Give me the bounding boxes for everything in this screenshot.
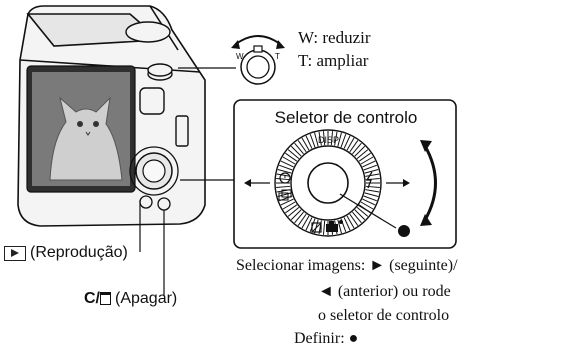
cat-image [49,96,123,181]
dial-tick [305,135,313,149]
playback-button[interactable] [139,195,153,209]
dial-tick [330,131,334,146]
dial-tick [282,201,296,210]
delete-button[interactable] [157,197,171,211]
camera-screen [26,65,136,193]
dial-tick [346,137,355,151]
dial-tick [305,217,313,231]
center-button[interactable] [307,162,349,204]
dial-tick [352,142,362,155]
mode-dial[interactable] [125,21,171,43]
dial-tick [360,201,374,210]
dial-tick [358,152,371,162]
dial-tick [354,145,366,157]
dial-tick [365,173,380,177]
dial-tick [309,133,316,148]
dial-tick [280,198,294,206]
dial-tick [363,164,378,171]
dial-tick [364,169,379,174]
playback-text: (Reprodução) [30,244,128,261]
self-timer-icon [279,172,291,184]
set-pointer [339,193,410,237]
select-instruction-line2: ◄ (anterior) ou rode [318,283,451,300]
lever-w-text: W [236,52,244,61]
dial-tick [309,218,316,233]
dial-tick [356,149,369,159]
dial-tick [285,152,298,162]
delete-c-text: C/ [84,290,100,307]
dial-tick [365,189,380,193]
left-arrow-icon [244,179,270,187]
dial-tick [276,185,291,189]
inset-title: Seletor de controlo [274,108,418,127]
dial-tick [354,209,366,221]
dial-tick [322,131,326,146]
dial-tick [278,164,293,171]
dial-tick [356,207,369,217]
flash-icon [365,171,373,189]
dial-tick [352,211,362,224]
camera-control-wheel[interactable] [135,152,173,190]
dial-tick [297,213,307,226]
dial-tick [346,215,355,229]
dial-tick [287,149,300,159]
dial-tick [349,140,359,153]
dial-tick [337,219,342,234]
dial-tick [340,133,347,148]
dial-tick [290,145,302,157]
exposure-comp-icon [311,222,322,233]
playback-label: (Reprodução) [4,244,128,262]
dial-tick [297,140,307,153]
dial-tick [360,156,374,165]
lever-t-text: T [275,52,280,61]
dial-tick [277,192,292,197]
delete-text: (Apagar) [115,290,178,307]
dial-tick [285,204,298,214]
dial-tick [322,220,326,235]
zoom-t-label: T: ampliar [298,51,369,70]
dial-tick [282,156,296,165]
define-instruction: Definir: ● [294,330,359,347]
dial-tick [362,160,376,168]
dial-tick [343,217,351,231]
disp-label: DISP [318,135,339,145]
zoom-w-label: W: reduzir [298,28,371,47]
dial-tick [337,132,342,147]
dial-tick [277,169,292,174]
rotate-arrow-icon [420,140,437,226]
inset-control-wheel: DISP [274,129,382,237]
photo-creativity-icon [326,220,343,232]
dial-tick [314,219,319,234]
dial-tick [294,142,304,155]
dial-tick [364,192,379,197]
dial-tick [349,213,359,226]
playback-icon [4,245,26,261]
dial-tick [314,132,319,147]
dial-tick [276,177,291,181]
dial-tick [318,131,322,146]
dial-tick [301,215,310,229]
zoom-lever-icon: W T [231,35,285,85]
select-instruction-line1: Selecionar imagens: ► (seguinte)/ [236,257,458,274]
trash-icon [100,292,111,305]
drive-mode-icon [278,189,292,201]
delete-label: C/ (Apagar) [84,290,177,308]
select-instruction-line3: o seletor de controlo [318,307,450,324]
dial-tick [301,137,310,151]
dial-tick [362,198,376,206]
dial-tick [290,209,302,221]
right-arrow-icon [386,179,410,187]
dial-tick [334,131,338,146]
dial-tick [343,135,351,149]
dial-tick [280,160,294,168]
dial-tick [276,173,291,177]
dial-tick [363,195,378,202]
dial-tick [287,207,300,217]
dial-tick [294,211,304,224]
